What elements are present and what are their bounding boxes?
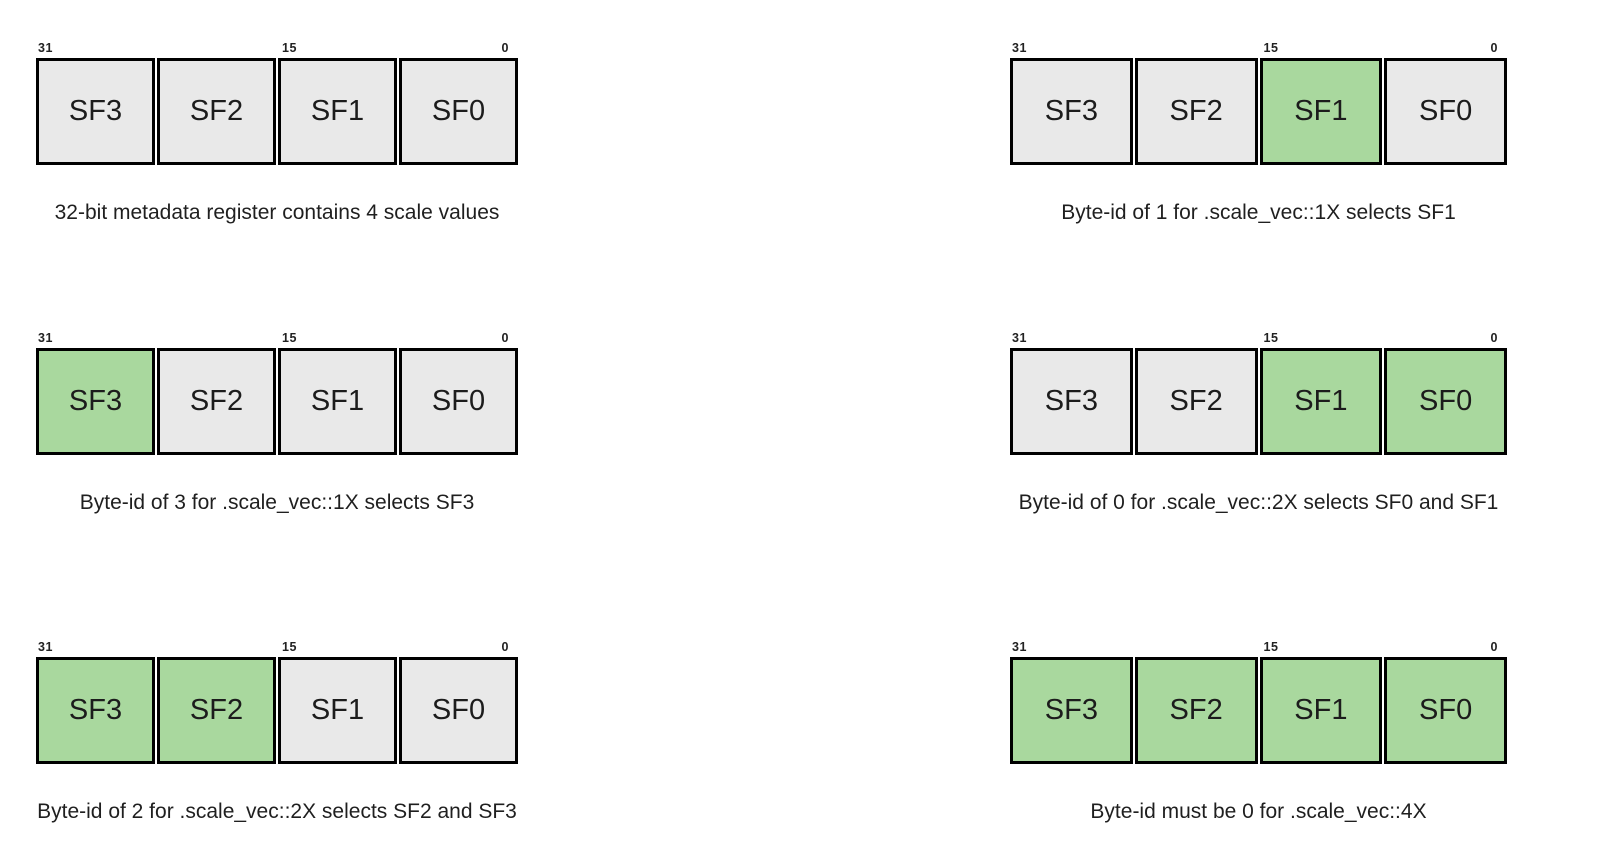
bit-index-row: 31 15 0 (36, 637, 518, 657)
register-cell-sf0: SF0 (399, 657, 518, 764)
bit-label-0: 0 (501, 640, 509, 654)
bit-label-15: 15 (1263, 331, 1279, 345)
bit-label-15: 15 (282, 331, 297, 345)
bit-label-15: 15 (282, 640, 297, 654)
bit-index-row: 31 15 0 (36, 38, 518, 58)
register-cell-sf3-selected: SF3 (1010, 657, 1133, 764)
register-cell-sf1: SF1 (278, 348, 397, 455)
bit-index-row: 31 15 0 (1010, 637, 1507, 657)
register-cell-sf1-selected: SF1 (1259, 348, 1383, 455)
register-cell-sf2: SF2 (1134, 348, 1258, 455)
diagram-caption: Byte-id of 0 for .scale_vec::2X selects … (1018, 491, 1499, 514)
bit-label-0: 0 (501, 331, 509, 345)
register-cell-sf2: SF2 (1134, 58, 1258, 165)
register-cell-sf0: SF0 (399, 348, 518, 455)
bit-label-15: 15 (1263, 640, 1279, 654)
register-cell-sf2-selected: SF2 (1134, 657, 1258, 764)
bit-label-0: 0 (501, 41, 509, 55)
diagram-caption: Byte-id of 3 for .scale_vec::1X selects … (79, 491, 475, 514)
bit-label-31: 31 (38, 640, 53, 654)
register-cell-sf1-selected: SF1 (1259, 58, 1383, 165)
register-cell-sf2-selected: SF2 (157, 657, 276, 764)
bit-label-31: 31 (1012, 41, 1027, 55)
register-cell-sf3: SF3 (1010, 348, 1133, 455)
register-cell-sf2: SF2 (157, 58, 276, 165)
bit-label-31: 31 (38, 331, 53, 345)
register-cell-sf1: SF1 (278, 657, 397, 764)
register-cell-sf3-selected: SF3 (36, 348, 155, 455)
bit-label-31: 31 (1012, 640, 1027, 654)
diagram-caption: 32-bit metadata register contains 4 scal… (54, 201, 500, 224)
register-cell-sf3: SF3 (36, 58, 155, 165)
bit-label-31: 31 (1012, 331, 1027, 345)
register-cell-sf0-selected: SF0 (1384, 657, 1507, 764)
register-cell-sf0: SF0 (399, 58, 518, 165)
register-cell-sf0-selected: SF0 (1384, 348, 1507, 455)
register-cell-sf3: SF3 (1010, 58, 1133, 165)
diagram-caption: Byte-id of 1 for .scale_vec::1X selects … (1061, 201, 1456, 224)
bit-label-0: 0 (1490, 331, 1498, 345)
register-cell-sf2: SF2 (157, 348, 276, 455)
bit-index-row: 31 15 0 (36, 328, 518, 348)
bit-label-15: 15 (1263, 41, 1279, 55)
bit-label-0: 0 (1490, 41, 1498, 55)
bit-index-row: 31 15 0 (1010, 38, 1507, 58)
bit-label-0: 0 (1490, 640, 1498, 654)
register-cell-sf0: SF0 (1384, 58, 1507, 165)
diagram-caption: Byte-id of 2 for .scale_vec::2X selects … (37, 800, 517, 823)
bit-label-31: 31 (38, 41, 53, 55)
bit-label-15: 15 (282, 41, 297, 55)
diagram-caption: Byte-id must be 0 for .scale_vec::4X (1090, 800, 1427, 823)
register-cell-sf1-selected: SF1 (1259, 657, 1383, 764)
bit-index-row: 31 15 0 (1010, 328, 1507, 348)
register-cell-sf1: SF1 (278, 58, 397, 165)
register-cell-sf3-selected: SF3 (36, 657, 155, 764)
